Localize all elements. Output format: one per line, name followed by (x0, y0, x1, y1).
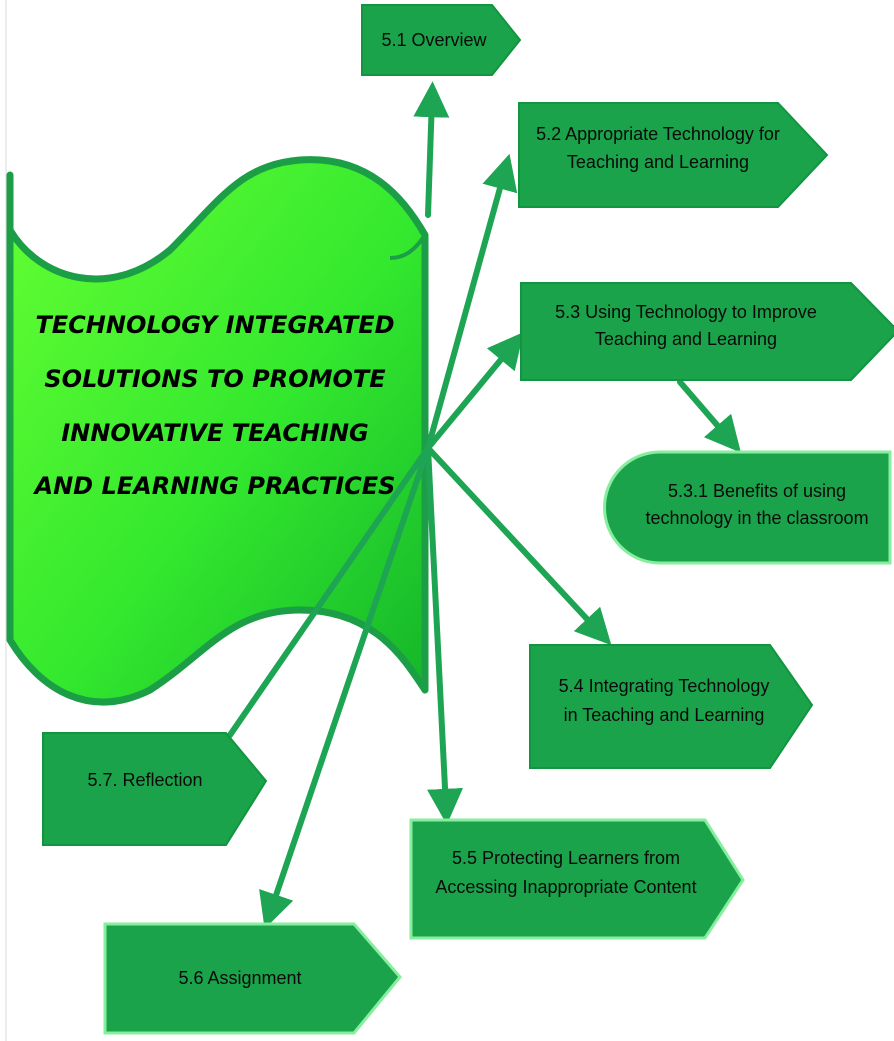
node-5-4-label-1: 5.4 Integrating Technology (559, 676, 770, 696)
node-5-7-label: 5.7. Reflection (87, 770, 202, 790)
node-5-7: 5.7. Reflection (42, 732, 268, 846)
node-5-4-shape (529, 644, 814, 769)
node-5-3-1-label-2: technology in the classroom (645, 508, 868, 528)
node-5-3-1: 5.3.1 Benefits of using technology in th… (603, 450, 892, 565)
node-5-3: 5.3 Using Technology to Improve Teaching… (520, 282, 894, 381)
node-5-2-shape (518, 102, 829, 208)
node-5-5: 5.5 Protecting Learners from Accessing I… (409, 818, 745, 940)
node-5-7-shape (42, 732, 268, 846)
node-5-5-shape (409, 818, 745, 940)
node-5-5-label-2: Accessing Inappropriate Content (435, 877, 696, 897)
node-5-3-shape (520, 282, 894, 381)
node-5-4-label-2: in Teaching and Learning (564, 705, 765, 725)
node-5-3-1-label-1: 5.3.1 Benefits of using (668, 481, 846, 501)
arrow-to-benefits (677, 379, 741, 453)
node-5-4: 5.4 Integrating Technology in Teaching a… (529, 644, 814, 769)
node-5-1-label: 5.1 Overview (381, 30, 487, 50)
arrow-to-overview (413, 81, 450, 218)
node-5-2-label-1: 5.2 Appropriate Technology for (536, 124, 780, 144)
node-5-2: 5.2 Appropriate Technology for Teaching … (518, 102, 829, 208)
node-5-6: 5.6 Assignment (103, 922, 402, 1035)
arrow-to-integrating (425, 445, 612, 646)
node-5-6-label: 5.6 Assignment (178, 968, 301, 988)
node-5-1: 5.1 Overview (361, 4, 522, 76)
node-5-2-label-2: Teaching and Learning (567, 152, 749, 172)
node-5-3-label-2: Teaching and Learning (595, 329, 777, 349)
node-5-1-shape (361, 4, 522, 76)
central-banner: TECHNOLOGY INTEGRATED SOLUTIONS TO PROMO… (6, 156, 429, 706)
connectors (227, 81, 741, 929)
node-5-5-label-1: 5.5 Protecting Learners from (452, 848, 680, 868)
arrow-to-protecting (425, 445, 464, 825)
banner-fold-right (389, 233, 427, 260)
arrow-to-assignment (259, 445, 431, 929)
central-title-line-3: INNOVATIVE TEACHING (61, 419, 369, 447)
arrow-to-appropriate-tech (425, 153, 518, 451)
arrow-to-using-tech (425, 332, 524, 451)
banner-fold (7, 228, 172, 282)
central-title-line-2: SOLUTIONS TO PROMOTE (44, 365, 386, 393)
central-title-line-4: AND LEARNING PRACTICES (33, 472, 396, 500)
central-title-line-1: TECHNOLOGY INTEGRATED (35, 311, 394, 339)
line-to-reflection (227, 445, 431, 738)
node-5-3-1-shape (603, 450, 892, 565)
node-5-6-shape (103, 922, 402, 1035)
node-5-3-label-1: 5.3 Using Technology to Improve (555, 302, 817, 322)
